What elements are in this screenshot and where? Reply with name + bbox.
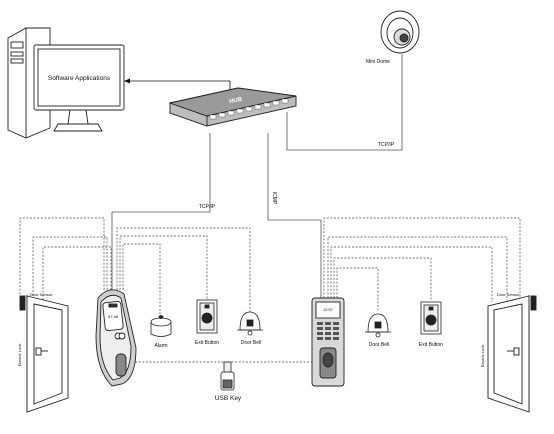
door-sensor-right-label: Door Sensor	[497, 292, 520, 297]
door-bell-left-label: Door Bell	[241, 340, 262, 346]
connection-lines	[111, 54, 403, 298]
terminal-right-screen: 12:57	[323, 307, 334, 312]
face-terminal-left	[95, 289, 137, 387]
door-left	[19, 295, 69, 413]
usb-key	[220, 361, 235, 391]
hub-terminal-right-link	[267, 133, 322, 298]
computer-monitor	[33, 44, 125, 132]
door-bell-right	[365, 313, 391, 338]
tcpip-left-label: TCP/IP	[199, 204, 216, 210]
hub-dome-link	[286, 54, 403, 151]
terminal-left-screen: 57:48	[108, 314, 119, 319]
exit-button-right-label: Exit Button	[419, 342, 443, 348]
mini-dome-label: Mini Dome	[366, 59, 390, 65]
electric-lock-left-label: Electric Lock	[17, 344, 22, 367]
hub-switch	[168, 87, 297, 127]
dotted-wiring	[19, 217, 521, 372]
keypad-terminal-right	[311, 297, 345, 387]
door-bell-left	[237, 311, 263, 336]
electric-lock-right-label: Electric Lock	[480, 345, 485, 368]
hub-label: HUB	[229, 97, 244, 106]
tcpip-dome-label: TCP/IP	[378, 142, 395, 148]
exit-button-left-label: Exit Button	[195, 340, 219, 346]
hub-terminal-left-link	[111, 133, 211, 290]
door-bell-right-label: Door Bell	[369, 342, 390, 348]
alarm-label: Alarm	[154, 343, 167, 349]
mini-dome-camera	[380, 10, 420, 54]
exit-button-left	[196, 299, 218, 334]
arrow-left-icon	[124, 78, 130, 84]
alarm-device	[150, 315, 172, 337]
usb-key-label: USB Key	[215, 395, 242, 402]
software-applications-label: Software Applications	[48, 75, 111, 82]
door-right	[487, 295, 537, 413]
exit-button-right	[420, 301, 442, 335]
door-sensor-left-label: Door Sensor	[30, 292, 53, 297]
icmp-label: ICMP	[271, 192, 277, 205]
